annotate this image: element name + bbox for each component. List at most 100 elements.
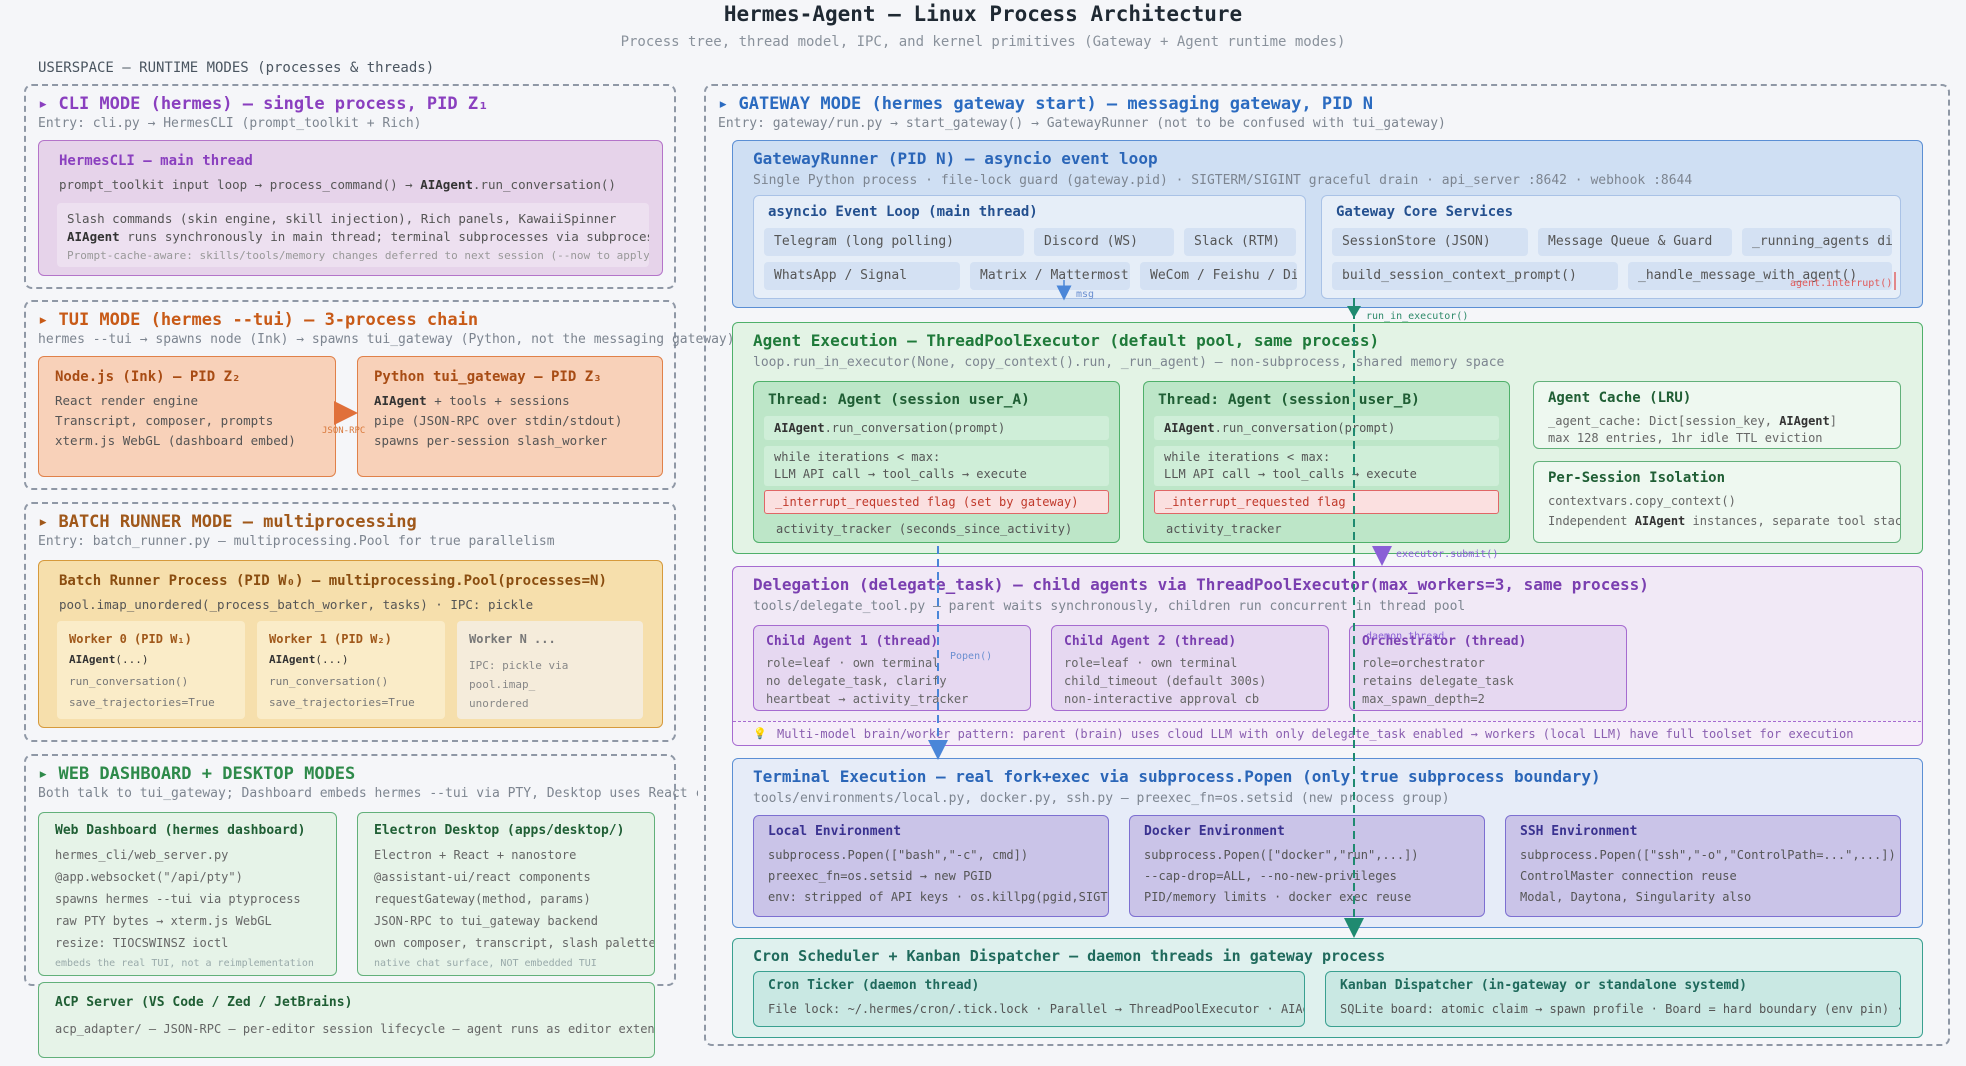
- worker-agent: AIAgent(...): [69, 653, 149, 666]
- thread-b-flag-text: _interrupt_requested flag: [1165, 495, 1346, 509]
- cli-mode-title: ▸ CLI MODE (hermes) — single process, PI…: [38, 94, 489, 114]
- kanban-dispatcher: Kanban Dispatcher (in-gateway or standal…: [1325, 971, 1901, 1027]
- worker-n: Worker N ... IPC: pickle via pool.imap_ …: [457, 621, 643, 719]
- worker-n-line: IPC: pickle via: [469, 659, 569, 672]
- batch-proc-line: pool.imap_unordered(_process_batch_worke…: [59, 597, 534, 612]
- hermescli-title: HermesCLI — main thread: [59, 153, 253, 169]
- orch-line: max_spawn_depth=2: [1362, 692, 1485, 706]
- python-tui-gateway-process: Python tui_gateway — PID Z₃ AIAgent + to…: [357, 356, 663, 477]
- docker-line: PID/memory limits · docker exec reuse: [1144, 890, 1412, 904]
- cron-title: Cron Scheduler + Kanban Dispatcher — dae…: [753, 947, 1386, 965]
- hermescli-detail-sync: AIAgent runs synchronously in main threa…: [67, 229, 649, 244]
- page-title: Hermes-Agent — Linux Process Architectur…: [723, 2, 1243, 26]
- userspace-label: USERSPACE — RUNTIME MODES (processes & t…: [38, 60, 435, 76]
- acp-server-box: ACP Server (VS Code / Zed / JetBrains) a…: [38, 982, 655, 1058]
- adapter-telegram: Telegram (long polling): [764, 228, 1024, 256]
- thread-b-loop-line: LLM API call → tool_calls → execute: [1164, 467, 1417, 481]
- kanban-title: Kanban Dispatcher (in-gateway or standal…: [1340, 978, 1747, 993]
- dash-line: spawns hermes --tui via ptyprocess: [55, 892, 301, 906]
- batch-mode-region: [24, 502, 676, 742]
- dash-note: embeds the real TUI, not a reimplementat…: [55, 958, 314, 969]
- tui-mode-region: [24, 300, 676, 490]
- cron-ticker: Cron Ticker (daemon thread) File lock: ~…: [753, 971, 1305, 1027]
- electron-title: Electron Desktop (apps/desktop/): [374, 823, 625, 838]
- runner-title: GatewayRunner (PID N) — asyncio event lo…: [753, 149, 1158, 168]
- py-line: AIAgent + tools + sessions: [374, 393, 570, 408]
- lightbulb-icon: 💡: [753, 727, 767, 740]
- run-in-executor-label: run_in_executor(): [1366, 311, 1469, 322]
- per-session-isolation: Per-Session Isolation contextvars.copy_c…: [1533, 461, 1901, 543]
- core-message-queue: Message Queue & Guard: [1538, 228, 1732, 256]
- ssh-line: subprocess.Popen(["ssh","-o","ControlPat…: [1520, 848, 1896, 862]
- child2-line: child_timeout (default 300s): [1064, 674, 1267, 688]
- ticker-line: File lock: ~/.hermes/cron/.tick.lock · P…: [768, 1002, 1305, 1016]
- electron-line: Electron + React + nanostore: [374, 848, 577, 862]
- py-line: pipe (JSON-RPC over stdin/stdout): [374, 413, 623, 428]
- py-title: Python tui_gateway — PID Z₃: [374, 369, 602, 385]
- local-line: preexec_fn=os.setsid → new PGID: [768, 869, 992, 883]
- execution-sub: loop.run_in_executor(None, copy_context(…: [753, 355, 1505, 370]
- agent-cache-lru: Agent Cache (LRU) _agent_cache: Dict[ses…: [1533, 381, 1901, 449]
- hermescli-input-loop: prompt_toolkit input loop → process_comm…: [59, 177, 616, 192]
- node-line: xterm.js WebGL (dashboard embed): [55, 433, 296, 448]
- worker-line: save_trajectories=True: [69, 696, 215, 709]
- electron-desktop-box: Electron Desktop (apps/desktop/) Electro…: [357, 812, 655, 976]
- web-mode-title: ▸ WEB DASHBOARD + DESKTOP MODES: [38, 764, 356, 784]
- core-running-agents: _running_agents dict: [1742, 228, 1892, 256]
- thread-b-call: AIAgent.run_conversation(prompt): [1154, 416, 1499, 440]
- delegation-note: 💡 Multi-model brain/worker pattern: pare…: [733, 721, 1921, 745]
- electron-line: JSON-RPC to tui_gateway backend: [374, 914, 598, 928]
- child2-title: Child Agent 2 (thread): [1064, 634, 1237, 649]
- interrupt-label: agent.interrupt(): [1790, 278, 1893, 289]
- child1-line: heartbeat → activity_tracker: [766, 692, 969, 706]
- core-handle-message: _handle_message_with_agent(): [1628, 262, 1892, 290]
- cli-mode-entry: Entry: cli.py → HermesCLI (prompt_toolki…: [38, 116, 422, 131]
- worker-title: Worker 0 (PID W₁): [69, 632, 192, 646]
- tui-mode-title: ▸ TUI MODE (hermes --tui) — 3-process ch…: [38, 310, 479, 330]
- thread-a-loop-line: LLM API call → tool_calls → execute: [774, 467, 1027, 481]
- child1-line: no delegate_task, clarify: [766, 674, 947, 688]
- gateway-mode-region: [704, 84, 1950, 1046]
- terminal-sub: tools/environments/local.py, docker.py, …: [753, 791, 1450, 806]
- terminal-execution: Terminal Execution — real fork+exec via …: [732, 758, 1923, 928]
- kanban-line: SQLite board: atomic claim → spawn profi…: [1340, 1002, 1901, 1016]
- popen-label: Popen(): [950, 651, 993, 662]
- batch-mode-entry: Entry: batch_runner.py — multiprocessing…: [38, 534, 555, 549]
- docker-environment: Docker Environment subprocess.Popen(["do…: [1129, 815, 1485, 917]
- thread-a-title: Thread: Agent (session user_A): [768, 392, 1030, 408]
- electron-note: native chat surface, NOT embedded TUI: [374, 958, 597, 969]
- acp-title: ACP Server (VS Code / Zed / JetBrains): [55, 995, 353, 1010]
- json-rpc-link-label: JSON-RPC: [322, 426, 366, 436]
- thread-a-flag-text: _interrupt_requested flag (set by gatewa…: [775, 495, 1079, 509]
- ssh-title: SSH Environment: [1520, 824, 1638, 839]
- core-build-context: build_session_context_prompt(): [1332, 262, 1618, 290]
- thread-b-interrupt-flag: _interrupt_requested flag: [1154, 490, 1499, 514]
- thread-agent-user-a: Thread: Agent (session user_A) AIAgent.r…: [753, 381, 1120, 543]
- cache-title: Agent Cache (LRU): [1548, 390, 1692, 406]
- delegation-region: Delegation (delegate_task) — child agent…: [732, 566, 1923, 746]
- page-subtitle: Process tree, thread model, IPC, and ker…: [620, 34, 1346, 50]
- child2-line: role=leaf · own terminal: [1064, 656, 1238, 670]
- asyncio-event-loop: asyncio Event Loop (main thread) Telegra…: [753, 195, 1306, 299]
- docker-line: --cap-drop=ALL, --no-new-privileges: [1144, 869, 1397, 883]
- electron-line: own composer, transcript, slash palette: [374, 936, 655, 950]
- batch-mode-title: ▸ BATCH RUNNER MODE — multiprocessing: [38, 512, 417, 532]
- web-dashboard-box: Web Dashboard (hermes dashboard) hermes_…: [38, 812, 337, 976]
- local-line: subprocess.Popen(["bash","-c", cmd]): [768, 848, 1029, 862]
- thread-b-loop-line: while iterations < max:: [1164, 450, 1331, 464]
- web-mode-entry: Both talk to tui_gateway; Dashboard embe…: [38, 786, 698, 801]
- acp-line: acp_adapter/ — JSON-RPC — per-editor ses…: [55, 1022, 655, 1036]
- cli-mode-region: [24, 84, 676, 289]
- gateway-mode-title: ▸ GATEWAY MODE (hermes gateway start) — …: [718, 94, 1374, 114]
- thread-a-loop: while iterations < max: LLM API call → t…: [764, 446, 1109, 486]
- batch-proc-title: Batch Runner Process (PID W₀) — multipro…: [59, 573, 607, 589]
- orch-line: retains delegate_task: [1362, 674, 1514, 688]
- py-line: spawns per-session slash_worker: [374, 433, 608, 448]
- terminal-title: Terminal Execution — real fork+exec via …: [753, 767, 1601, 786]
- ssh-environment: SSH Environment subprocess.Popen(["ssh",…: [1505, 815, 1901, 917]
- adapter-slack: Slack (RTM): [1184, 228, 1296, 256]
- docker-title: Docker Environment: [1144, 824, 1285, 839]
- worker-title: Worker 1 (PID W₂): [269, 632, 392, 646]
- gateway-runner: GatewayRunner (PID N) — asyncio event lo…: [732, 140, 1923, 308]
- worker-line: save_trajectories=True: [269, 696, 415, 709]
